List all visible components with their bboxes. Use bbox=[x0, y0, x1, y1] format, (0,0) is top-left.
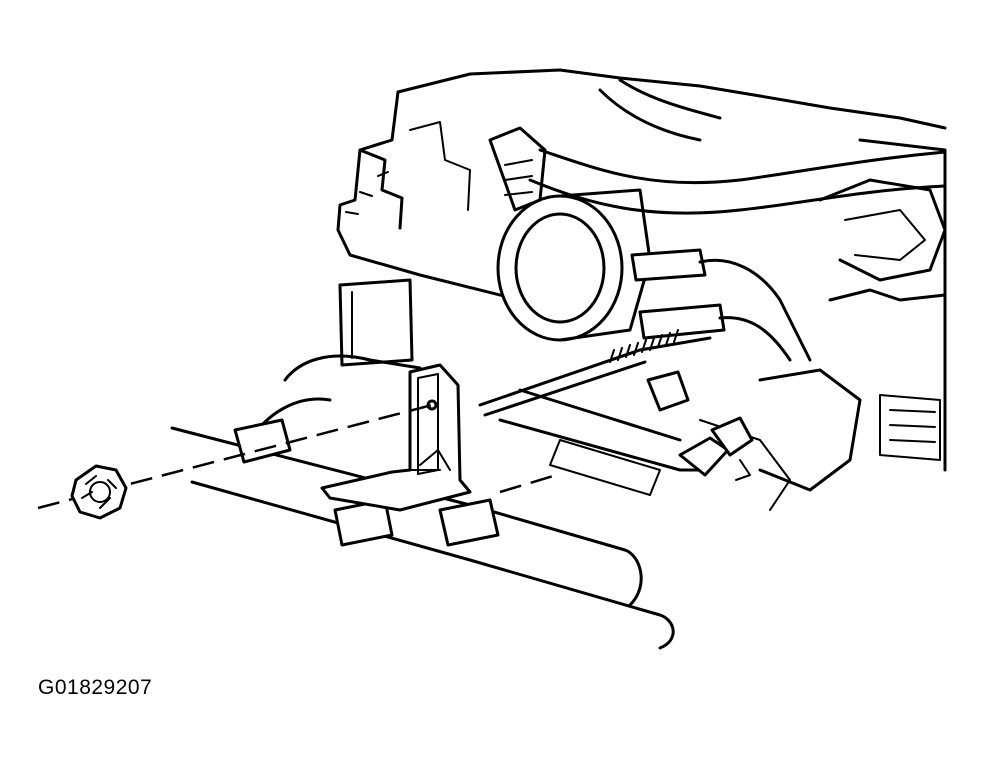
lower-pipes bbox=[170, 388, 702, 650]
throttle-cable bbox=[478, 329, 712, 417]
cable-bracket bbox=[320, 363, 472, 512]
retaining-nut bbox=[70, 464, 128, 520]
cable-connector bbox=[678, 416, 754, 481]
small-hoses bbox=[630, 248, 812, 362]
intake-duct bbox=[248, 278, 422, 442]
engine-block-outline bbox=[336, 68, 947, 511]
figure-id-label: G01829207 bbox=[38, 676, 153, 699]
upper-hose bbox=[528, 78, 947, 215]
